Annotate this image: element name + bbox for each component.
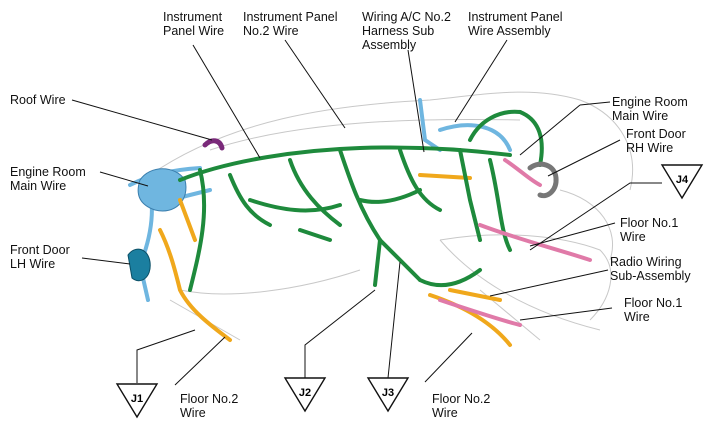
label-line: Wire <box>620 230 646 244</box>
label-line: LH Wire <box>10 257 56 271</box>
label-line: Front Door <box>626 127 686 141</box>
label-floor-no1-wire-upper: Floor No.1 Wire <box>620 216 678 244</box>
j1-label: J1 <box>131 393 143 405</box>
label-line: Front Door <box>10 243 70 257</box>
front-door-lh-shape <box>127 248 151 282</box>
label-line: Sub-Assembly <box>610 269 691 283</box>
label-line: Instrument <box>163 10 223 24</box>
engine-room-main-wire-left-shape <box>137 168 187 212</box>
label-line: Floor No.2 <box>180 392 239 406</box>
label-line: Instrument Panel <box>468 10 563 24</box>
label-line: Engine Room <box>10 165 86 179</box>
label-engine-room-main-wire-right: Engine Room Main Wire <box>612 95 688 123</box>
dashboard-outline <box>149 91 634 341</box>
label-instrument-panel-wire-assembly: Instrument Panel Wire Assembly <box>468 10 563 38</box>
label-line: Floor No.1 <box>624 296 683 310</box>
roof-wire-shape <box>202 138 225 151</box>
label-line: Assembly <box>362 38 417 52</box>
label-instrument-panel-no2-wire: Instrument Panel No.2 Wire <box>243 10 338 38</box>
label-line: Roof Wire <box>10 93 66 107</box>
label-line: RH Wire <box>626 141 674 155</box>
label-line: Harness Sub <box>362 24 435 38</box>
leader-lines <box>71 39 662 386</box>
blue-harness <box>128 98 512 302</box>
label-line: Wiring A/C No.2 <box>362 10 451 24</box>
label-front-door-lh-wire: Front Door LH Wire <box>10 243 70 271</box>
label-line: Wire <box>624 310 650 324</box>
label-floor-no2-wire-right: Floor No.2 Wire <box>432 392 490 420</box>
front-door-rh-shape <box>527 161 559 199</box>
j2-label: J2 <box>299 387 311 399</box>
j4-label: J4 <box>676 174 689 186</box>
label-floor-no1-wire-lower: Floor No.1 Wire <box>624 296 682 324</box>
green-harness <box>178 109 544 292</box>
connector-j3: J3 <box>366 377 410 413</box>
label-line: Wire Assembly <box>468 24 551 38</box>
label-line: Panel Wire <box>163 24 225 38</box>
connector-j4: J4 <box>660 164 704 200</box>
label-wiring-ac-no2: Wiring A/C No.2 Harness Sub Assembly <box>362 10 451 52</box>
label-radio-wiring: Radio Wiring Sub-Assembly <box>610 255 691 283</box>
pink-harness <box>438 158 592 327</box>
label-line: Engine Room <box>612 95 688 109</box>
connector-j1: J1 <box>115 383 159 419</box>
label-engine-room-main-wire-left: Engine Room Main Wire <box>10 165 86 193</box>
label-floor-no2-wire-left: Floor No.2 Wire <box>180 392 238 420</box>
connector-j2: J2 <box>283 377 327 413</box>
label-line: Floor No.2 <box>432 392 491 406</box>
label-line: Wire <box>180 406 206 420</box>
label-line: Floor No.1 <box>620 216 679 230</box>
j3-label: J3 <box>382 387 394 399</box>
label-line: Main Wire <box>10 179 67 193</box>
label-line: Wire <box>432 406 458 420</box>
orange-harness <box>158 173 512 347</box>
label-roof-wire: Roof Wire <box>10 93 66 107</box>
label-line: Instrument Panel <box>243 10 338 24</box>
label-line: Main Wire <box>612 109 669 123</box>
label-line: Radio Wiring <box>610 255 682 269</box>
label-instrument-panel-wire: Instrument Panel Wire <box>163 10 224 38</box>
label-line: No.2 Wire <box>243 24 299 38</box>
label-front-door-rh-wire: Front Door RH Wire <box>626 127 686 155</box>
